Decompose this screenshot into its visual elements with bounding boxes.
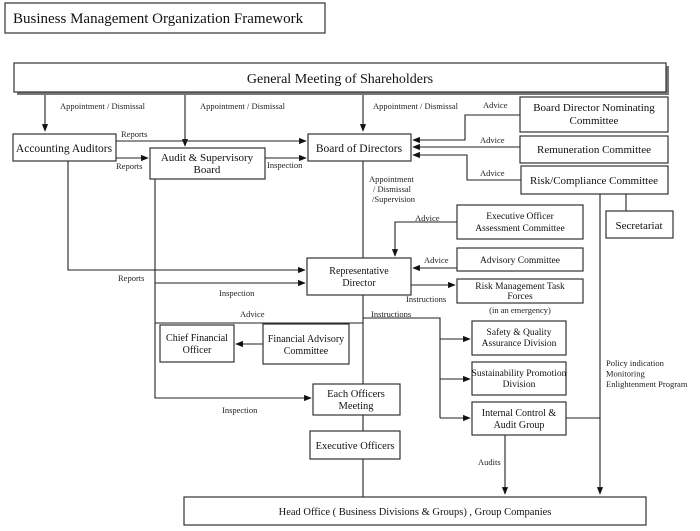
connectors bbox=[41, 95, 627, 497]
svg-text:Appointment / Dismissal: Appointment / Dismissal bbox=[373, 101, 459, 111]
svg-text:Audits: Audits bbox=[478, 457, 501, 467]
svg-text:Inspection: Inspection bbox=[219, 288, 255, 298]
svg-text:Advice: Advice bbox=[424, 255, 449, 265]
svg-text:Board of Directors: Board of Directors bbox=[316, 143, 403, 155]
remuneration-committee-box: Remuneration Committee bbox=[519, 135, 669, 164]
svg-text:Advice: Advice bbox=[415, 213, 440, 223]
svg-text:Appointment / Dismissal: Appointment / Dismissal bbox=[60, 101, 146, 111]
svg-text:Advice: Advice bbox=[480, 135, 505, 145]
svg-text:Inspection: Inspection bbox=[222, 405, 258, 415]
svg-text:Internal Control &Audit Group: Internal Control &Audit Group bbox=[482, 408, 557, 431]
diagram-title: Business Management Organization Framewo… bbox=[13, 11, 304, 27]
internal-control-box: Internal Control &Audit Group bbox=[471, 401, 567, 436]
svg-text:General Meeting of Shareholder: General Meeting of Shareholders bbox=[247, 72, 433, 87]
svg-text:Head Office ( Business Divisio: Head Office ( Business Divisions & Group… bbox=[279, 507, 552, 518]
svg-text:Executive Officers: Executive Officers bbox=[316, 441, 395, 452]
general-meeting-box: General Meeting of Shareholders bbox=[13, 62, 669, 95]
svg-text:Accounting Auditors: Accounting Auditors bbox=[16, 143, 113, 155]
title-box bbox=[4, 2, 326, 34]
svg-text:Advice: Advice bbox=[483, 100, 508, 110]
svg-text:Advice: Advice bbox=[480, 168, 505, 178]
svg-text:Reports: Reports bbox=[116, 161, 142, 171]
svg-text:Reports: Reports bbox=[118, 273, 144, 283]
svg-text:Advice: Advice bbox=[240, 309, 265, 319]
secretariat-box: Secretariat bbox=[605, 210, 674, 239]
svg-text:Risk/Compliance Committee: Risk/Compliance Committee bbox=[530, 175, 658, 187]
svg-text:Remuneration Committee: Remuneration Committee bbox=[537, 144, 651, 156]
advisory-committee-box: Advisory Committee bbox=[456, 247, 584, 272]
board-of-directors-box: Board of Directors bbox=[307, 133, 412, 162]
risk-compliance-committee-box: Risk/Compliance Committee bbox=[520, 165, 669, 195]
svg-text:Secretariat: Secretariat bbox=[615, 220, 662, 232]
executive-officers-box: Executive Officers bbox=[309, 430, 401, 460]
accounting-auditors-box: Accounting Auditors bbox=[12, 133, 117, 162]
svg-text:Appointment/ Dismissal/Supervi: Appointment/ Dismissal/Supervision bbox=[369, 174, 416, 204]
svg-text:(in an emergency): (in an emergency) bbox=[489, 305, 551, 315]
svg-text:Appointment / Dismissal: Appointment / Dismissal bbox=[200, 101, 286, 111]
svg-text:Inspection: Inspection bbox=[267, 160, 303, 170]
svg-text:Instructions: Instructions bbox=[406, 294, 446, 304]
svg-text:Instructions: Instructions bbox=[371, 309, 411, 319]
svg-text:Reports: Reports bbox=[121, 129, 147, 139]
head-office-box: Head Office ( Business Divisions & Group… bbox=[183, 496, 647, 526]
edge-labels: Appointment / Dismissal Appointment / Di… bbox=[60, 100, 688, 467]
svg-text:Advisory Committee: Advisory Committee bbox=[480, 256, 560, 266]
